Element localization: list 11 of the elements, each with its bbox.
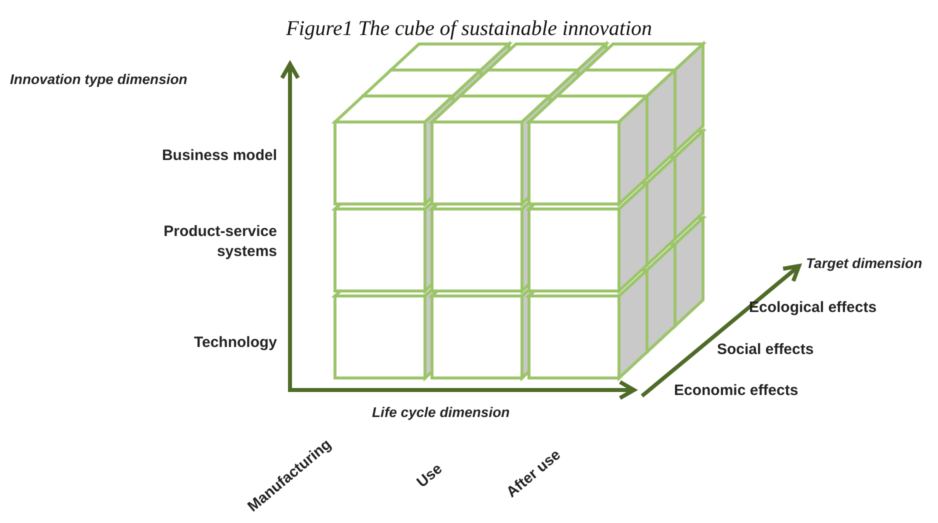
axis-category-label: Ecological effects — [749, 298, 878, 318]
axis-category-label: Product-service systems — [162, 222, 277, 262]
axis-category-label: Economic effects — [674, 381, 800, 401]
axis-category-label: Social effects — [717, 340, 815, 360]
axis-title: Innovation type dimension — [10, 70, 188, 89]
axis-title: Life cycle dimension — [372, 403, 511, 422]
axis-title: Target dimension — [806, 254, 924, 273]
axis-category-label: Use — [412, 459, 447, 493]
axis-category-label: Technology — [192, 333, 277, 353]
figure-title: Figure1 The cube of sustainable innovation — [284, 16, 654, 41]
axis-category-label: Business model — [160, 146, 277, 166]
